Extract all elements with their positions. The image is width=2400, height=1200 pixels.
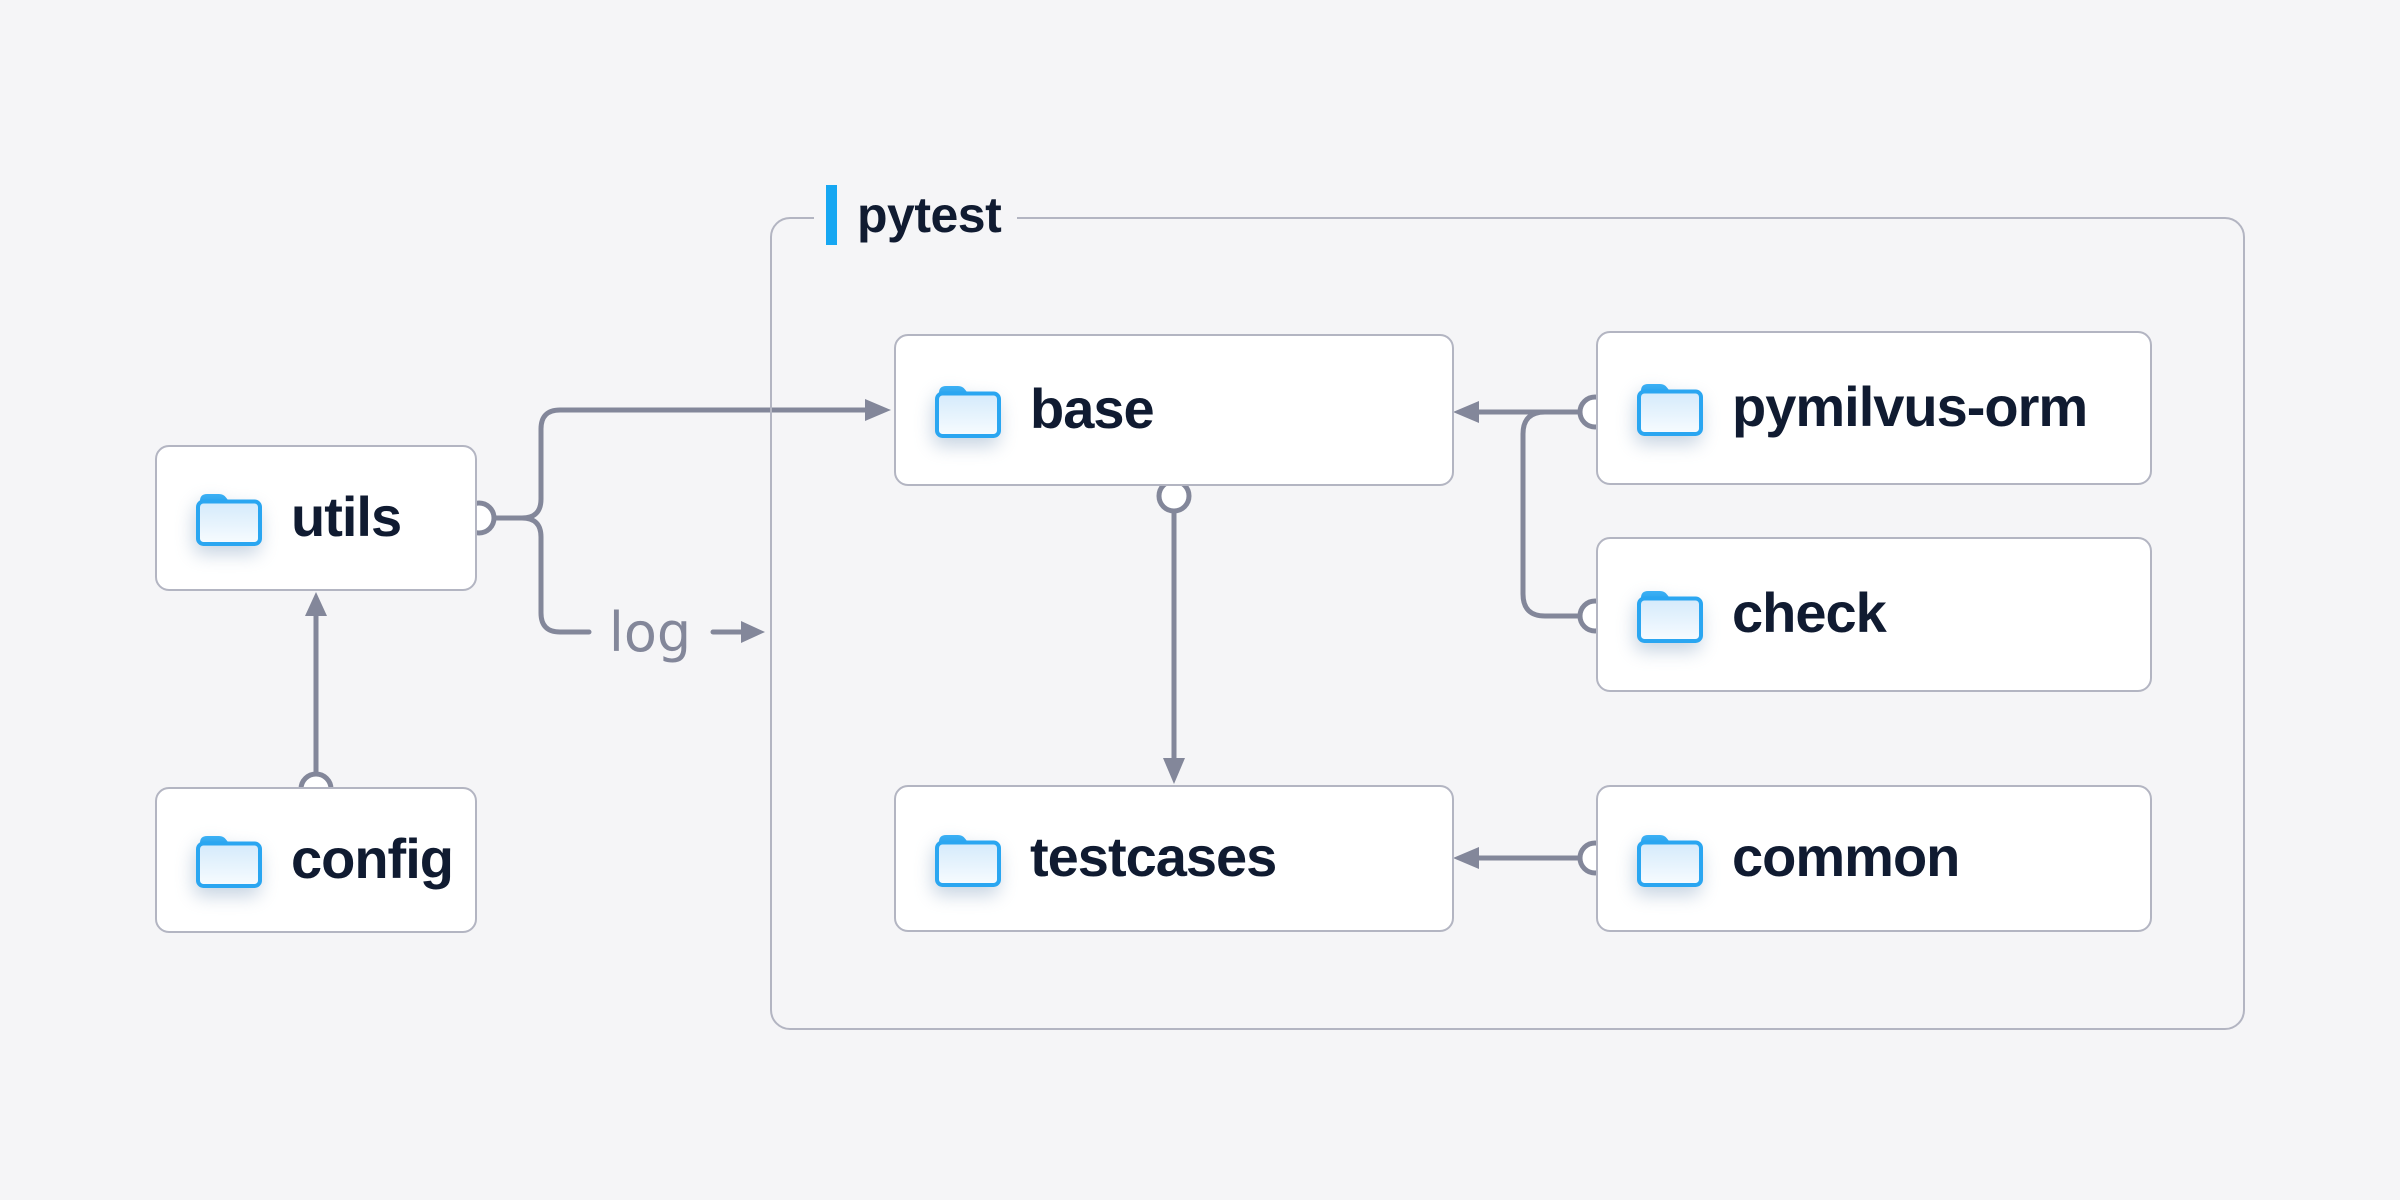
- folder-icon: [1637, 832, 1703, 887]
- edge-label-log: log: [608, 601, 692, 664]
- node-base: base: [894, 334, 1454, 486]
- node-label: base: [1030, 376, 1155, 440]
- edge-config-to-utils: [298, 592, 334, 807]
- folder-icon: [1637, 382, 1703, 436]
- node-label: common: [1732, 825, 1960, 888]
- arrowhead-up-utils: [305, 592, 327, 616]
- node-testcases: testcases: [894, 785, 1454, 932]
- node-label: config: [291, 826, 454, 890]
- folder-icon: [1637, 588, 1703, 643]
- node-check: check: [1596, 537, 2152, 692]
- folder-icon: [935, 384, 1001, 438]
- blue-accent-bar: [826, 185, 837, 245]
- node-label: check: [1732, 581, 1887, 644]
- node-pymilvus-orm: pymilvus-orm: [1596, 331, 2152, 485]
- pytest-group-title: pytest: [857, 187, 1002, 243]
- node-label: testcases: [1030, 825, 1277, 888]
- arrowhead-right-log: [741, 621, 765, 643]
- node-common: common: [1596, 785, 2152, 932]
- node-utils: utils: [155, 445, 477, 591]
- node-label: pymilvus-orm: [1732, 374, 2088, 438]
- pytest-group-label: pytest: [814, 183, 1018, 247]
- folder-icon: [935, 832, 1001, 887]
- node-label: utils: [291, 484, 402, 548]
- folder-icon: [196, 834, 262, 888]
- node-config: config: [155, 787, 477, 933]
- pytest-group-container: [770, 217, 2245, 1030]
- folder-icon: [196, 492, 262, 546]
